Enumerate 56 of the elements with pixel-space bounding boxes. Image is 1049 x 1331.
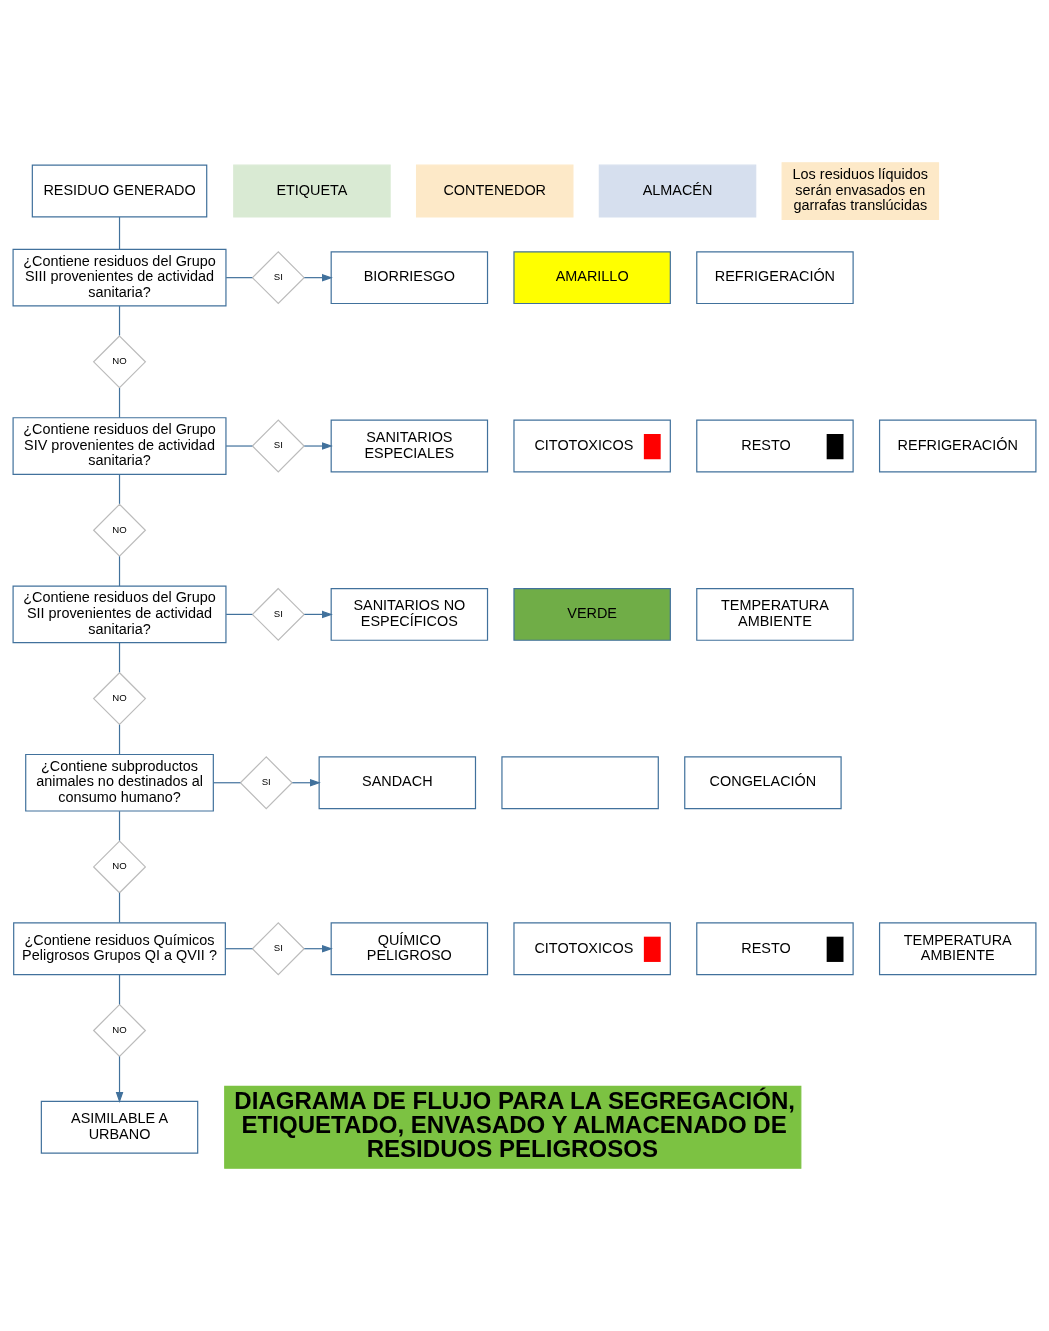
node-box: RESTO [696, 922, 854, 976]
node-box: CITOTOXICOS [513, 922, 671, 976]
arrow [115, 1055, 124, 1103]
node-box: ETIQUETA [233, 164, 391, 218]
node-diamond: NO [92, 335, 147, 389]
node-box [501, 756, 659, 810]
arrow [303, 442, 333, 450]
node-diamond: SI [239, 756, 293, 810]
connector [225, 613, 253, 615]
node-box: ALMACÉN [598, 164, 757, 218]
node-box: ASIMILABLE A URBANO [40, 1100, 199, 1154]
node-box: ¿Contiene subproductos animales no destinados al consumo humano? [25, 753, 214, 812]
node-box: ¿Contiene residuos del Grupo SII provenientes de actividad sanitaria? [12, 585, 227, 644]
node-box: SANITARIOS NO ESPECÍFICOS [330, 587, 489, 641]
connector [212, 782, 241, 784]
node-box: Los residuos líquidos serán envasados en garrafas translúcidas [781, 162, 940, 220]
node-diamond: NO [92, 503, 147, 557]
connector [118, 473, 121, 505]
node-box: CONGELACIÓN [684, 756, 842, 810]
node-box: VERDE [513, 587, 671, 641]
connector [224, 948, 253, 950]
node-diamond: SI [251, 922, 305, 976]
node-box: SANDACH [318, 756, 477, 810]
node-box: QUÍMICO PELIGROSO [330, 922, 489, 976]
connector [118, 305, 121, 337]
node-diamond: SI [251, 419, 305, 473]
connector [118, 892, 121, 924]
node-box: RESIDUO GENERADO [31, 164, 208, 218]
node-diamond: NO [92, 1003, 147, 1058]
connector [118, 974, 121, 1005]
connector [118, 642, 121, 673]
connector [118, 724, 121, 756]
node-box: TEMPERATURA AMBIENTE [696, 587, 854, 641]
connector [225, 445, 253, 447]
node-diamond: SI [251, 250, 305, 305]
node-diamond: SI [251, 587, 305, 642]
node-box: REFRIGERACIÓN [878, 419, 1037, 473]
node-diamond: NO [92, 840, 147, 894]
connector [118, 387, 121, 419]
connector [118, 555, 121, 587]
node-box: SANITARIOS ESPECIALES [330, 419, 489, 473]
node-box: RESTO [696, 419, 854, 473]
node-box: ¿Contiene residuos del Grupo SIII provenientes de actividad sanitaria? [12, 248, 227, 307]
node-box: CONTENEDOR [415, 164, 574, 218]
node-box: AMARILLO [513, 251, 671, 305]
node-box: REFRIGERACIÓN [696, 251, 854, 305]
node-box: ¿Contiene residuos Químicos Peligrosos Grupos QI a QVII ? [13, 922, 226, 976]
node-diamond: NO [92, 671, 147, 726]
node-box: TEMPERATURA AMBIENTE [878, 922, 1037, 976]
connector [225, 277, 253, 279]
connector [118, 216, 121, 250]
node-box: BIORRIESGO [330, 251, 489, 305]
connector [118, 810, 121, 842]
node-box: DIAGRAMA DE FLUJO PARA LA SEGREGACIÓN, ETIQUETADO, ENVASADO Y ALMACENADO DE RESIDUOS PELIGROSOS [224, 1085, 802, 1169]
node-box: ¿Contiene residuos del Grupo SIV provenientes de actividad sanitaria? [12, 417, 227, 475]
node-box: CITOTOXICOS [513, 419, 671, 473]
